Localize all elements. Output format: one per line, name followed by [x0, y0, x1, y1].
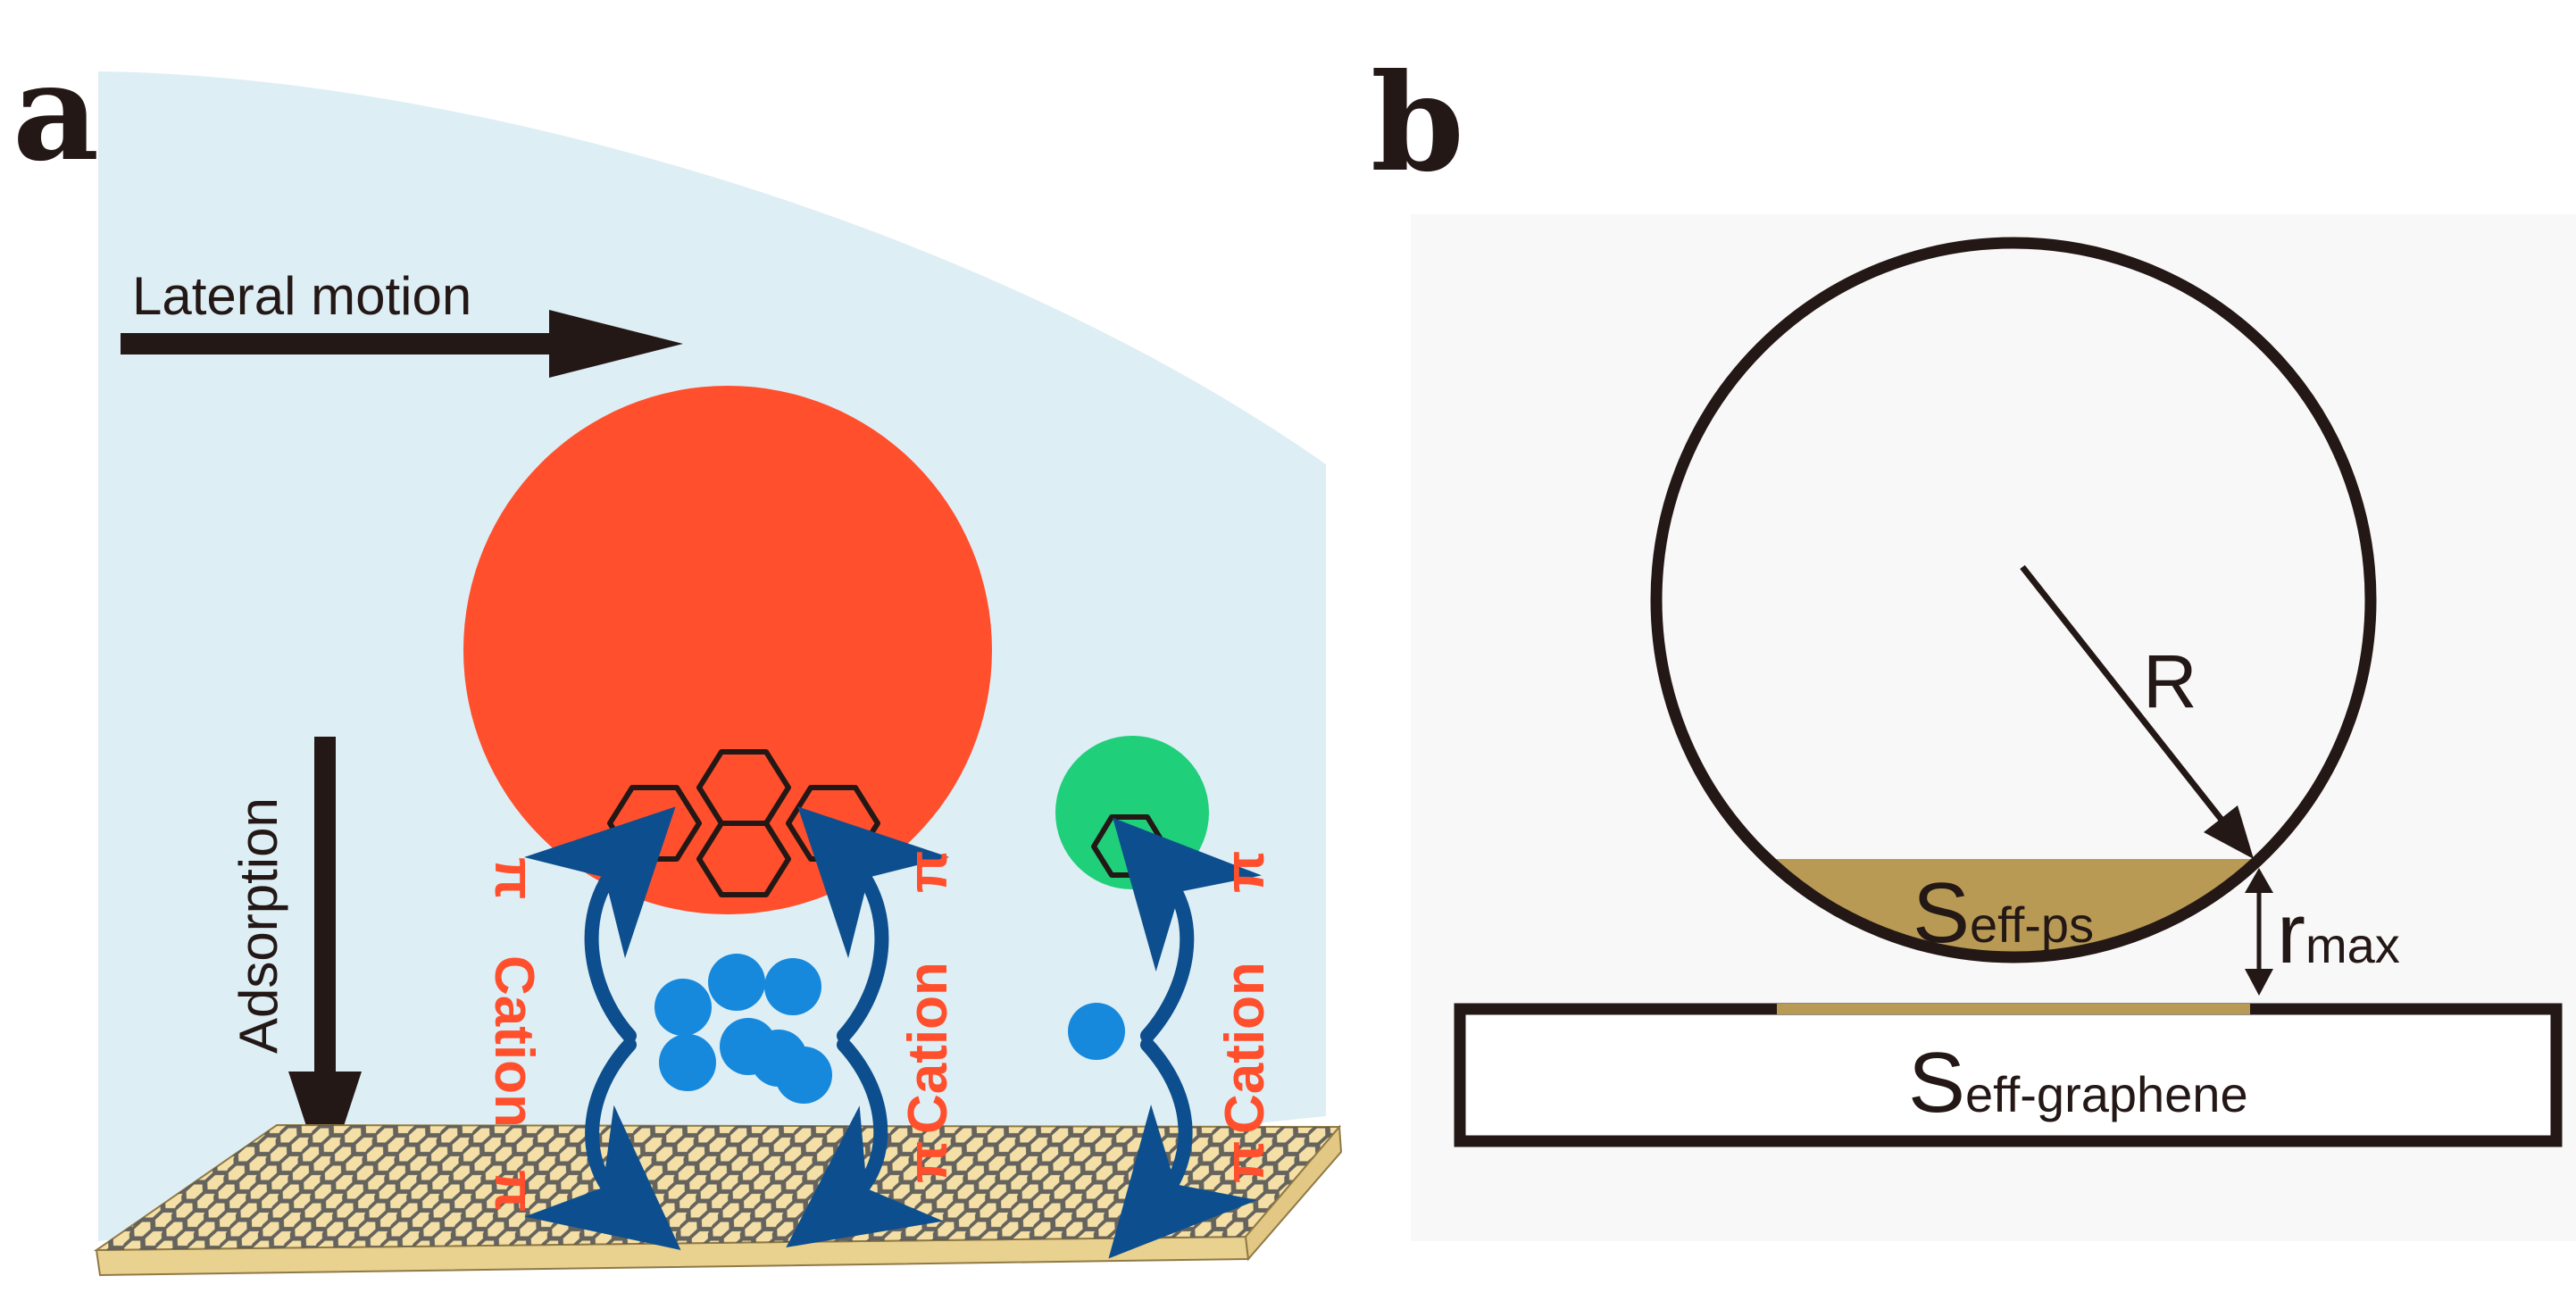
gap-label: rmax — [2277, 886, 2400, 981]
large-microplastic-particle — [463, 386, 992, 914]
small-microplastic-particle — [1055, 736, 1209, 889]
cap-label-main: S — [1913, 865, 1970, 961]
substrate-label-main: S — [1908, 1035, 1965, 1130]
panel-a-label: a — [13, 34, 99, 191]
gap-label-main: r — [2277, 886, 2305, 981]
cap-label: Seff-ps — [1913, 865, 2094, 961]
sphere-outline — [1650, 237, 2377, 963]
pi-label: π — [897, 851, 959, 893]
panel-a: a Lateral motion Adsorption — [13, 34, 1343, 1277]
panel-b-label: b — [1371, 45, 1464, 202]
lateral-motion-arrow — [121, 310, 683, 378]
graphene-substrate — [93, 1123, 1343, 1277]
substrate-box — [1454, 1003, 2563, 1147]
cation-cluster — [654, 954, 832, 1104]
pi-label: π — [1214, 851, 1276, 893]
pi-label: π — [483, 1170, 545, 1212]
substrate-label-sub: eff-graphene — [1965, 1066, 2248, 1122]
substrate-label: Seff-graphene — [1908, 1035, 2248, 1130]
substrate-contact-strip — [1777, 1004, 2250, 1014]
cation-label: Cation — [483, 955, 545, 1128]
gap-arrow — [2245, 868, 2273, 996]
interaction-arrows — [523, 806, 1263, 1259]
radius-label: R — [2143, 639, 2197, 723]
gap-label-sub: max — [2305, 917, 2400, 973]
adsorption-label: Adsorption — [229, 797, 288, 1054]
lateral-motion-label: Lateral motion — [132, 266, 471, 326]
single-cation — [1068, 1003, 1125, 1060]
radius-arrow — [2020, 564, 2254, 859]
cation-label: Cation — [897, 962, 959, 1134]
pi-label: π — [1214, 1141, 1276, 1183]
interaction-labels: π Cation π π Cation π π Cation π — [483, 851, 1276, 1213]
panel-b: b R Seff-ps Seff-graphene rmax — [1371, 45, 2576, 1241]
pi-label: π — [483, 857, 545, 899]
cation-label: Cation — [1214, 962, 1276, 1134]
cap-label-sub: eff-ps — [1970, 897, 2094, 953]
pi-label: π — [897, 1141, 959, 1183]
